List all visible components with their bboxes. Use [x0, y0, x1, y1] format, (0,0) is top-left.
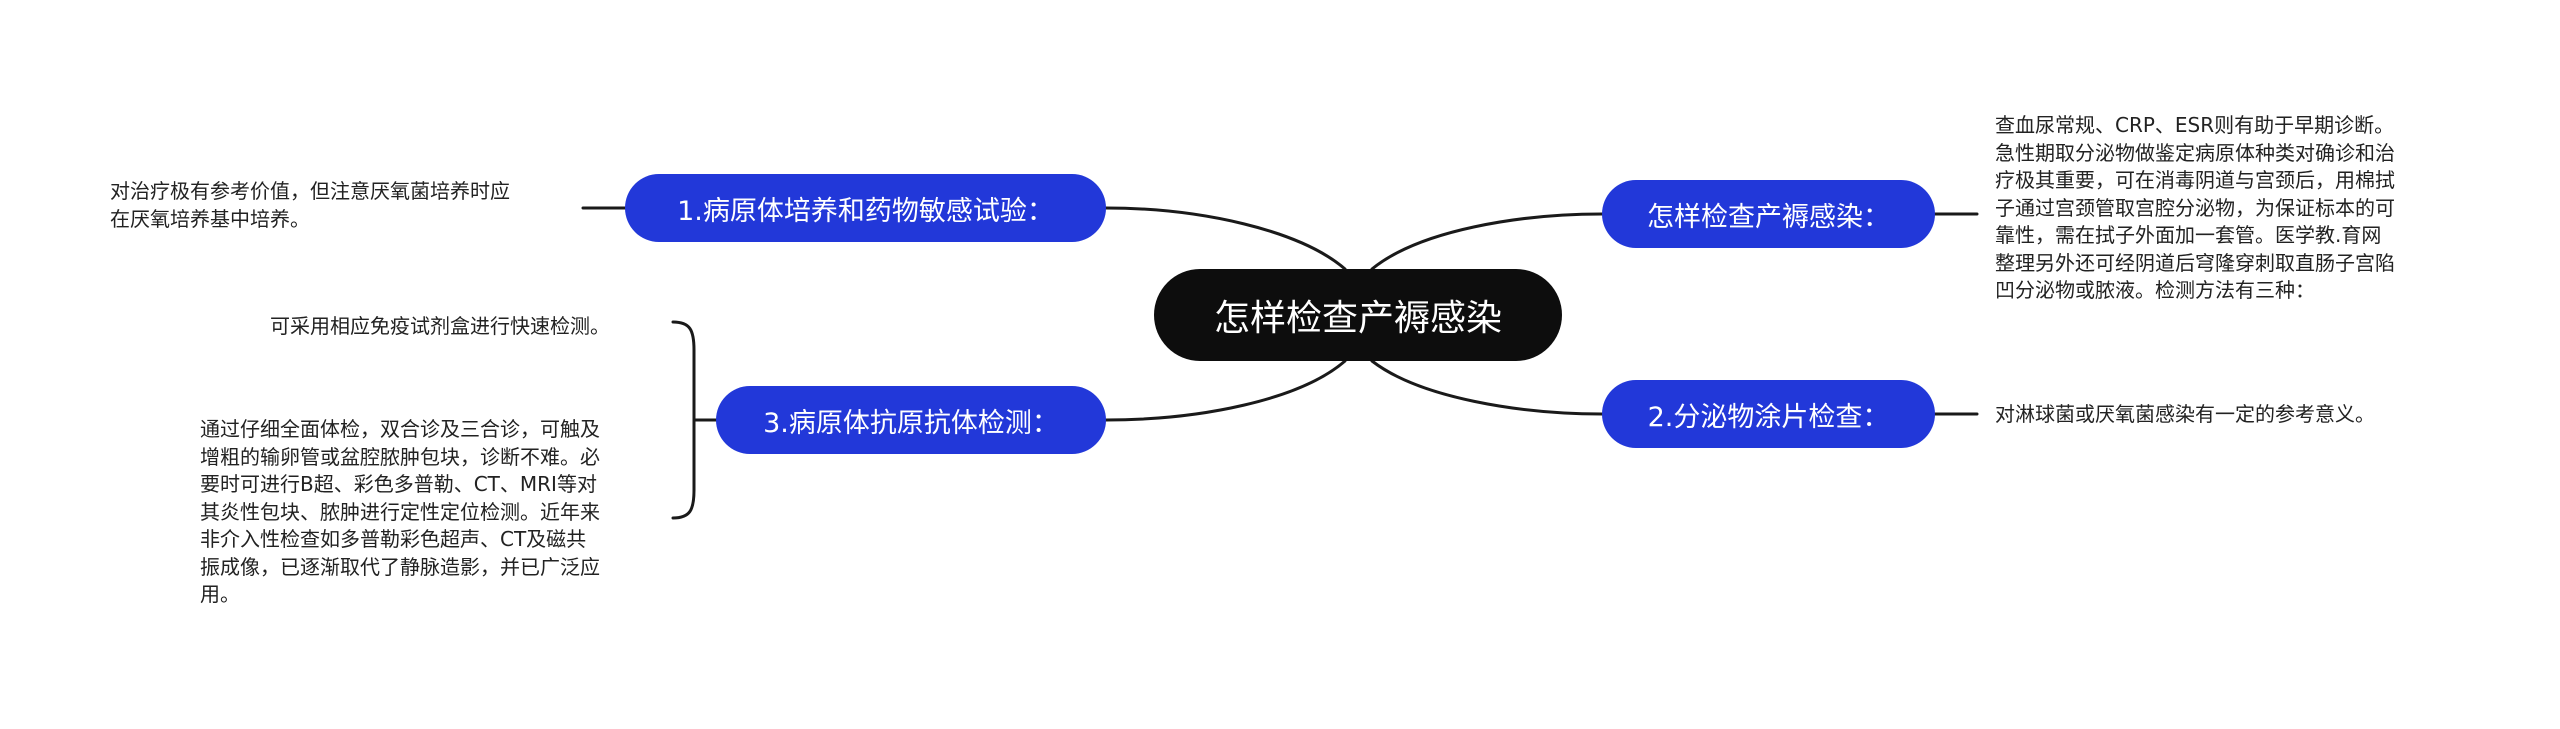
note-line: 整理另外还可经阴道后穹隆穿刺取直肠子宫陷	[1995, 250, 2395, 275]
branch-smear[interactable]: 2.分泌物涂片检查：	[1602, 380, 1935, 448]
connector-central-how	[1370, 212, 1604, 271]
connector-central-antigen	[1104, 359, 1347, 422]
connector-central-culture	[1104, 206, 1347, 271]
note-line: 靠性，需在拭子外面加一套管。医学教.育网	[1995, 223, 2382, 247]
note-line: 增粗的输卵管或盆腔脓肿包块，诊断不难。必	[200, 444, 600, 469]
branch-culture-label: 1.病原体培养和药物敏感试验：	[677, 195, 1054, 227]
branch-culture[interactable]: 1.病原体培养和药物敏感试验：	[625, 174, 1106, 242]
note-line: 对治疗极有参考价值，但注意厌氧菌培养时应	[110, 179, 510, 203]
branch-how[interactable]: 怎样检查产褥感染：	[1602, 180, 1935, 248]
connector-central-smear	[1370, 359, 1604, 416]
note-line: 查血尿常规、CRP、ESR则有助于早期诊断。	[1995, 113, 2395, 137]
note-antigen-exam: 通过仔细全面体检，双合诊及三合诊，可触及 增粗的输卵管或盆腔脓肿包块，诊断不难。…	[200, 416, 600, 609]
note-line: 子通过宫颈管取宫腔分泌物，为保证标本的可	[1995, 195, 2395, 220]
note-line: 对淋球菌或厌氧菌感染有一定的参考意义。	[1995, 402, 2375, 426]
note-line: 通过仔细全面体检，双合诊及三合诊，可触及	[200, 417, 600, 441]
note-line: 凹分泌物或脓液。检测方法有三种：	[1995, 278, 2315, 302]
note-how: 查血尿常规、CRP、ESR则有助于早期诊断。 急性期取分泌物做鉴定病原体种类对确…	[1995, 112, 2395, 305]
note-antigen-rapid: 可采用相应免疫试剂盒进行快速检测。	[270, 313, 610, 341]
note-line: 急性期取分泌物做鉴定病原体种类对确诊和治	[1995, 140, 2395, 165]
branch-antigen[interactable]: 3.病原体抗原抗体检测：	[716, 386, 1106, 454]
central-topic[interactable]: 怎样检查产褥感染	[1154, 269, 1562, 361]
note-line: 可采用相应免疫试剂盒进行快速检测。	[270, 314, 610, 338]
note-smear: 对淋球菌或厌氧菌感染有一定的参考意义。	[1995, 401, 2375, 429]
note-line: 疗极其重要，可在消毒阴道与宫颈后，用棉拭	[1995, 168, 2395, 192]
note-line: 在厌氧培养基中培养。	[110, 206, 310, 231]
note-line: 用。	[200, 582, 240, 606]
central-topic-label: 怎样检查产褥感染	[1213, 298, 1502, 339]
branch-smear-label: 2.分泌物涂片检查：	[1647, 401, 1890, 433]
antigen-bracket	[671, 320, 696, 520]
note-line: 振成像，已逐渐取代了静脉造影，并已广泛应	[200, 554, 600, 579]
note-line: 要时可进行B超、彩色多普勒、CT、MRI等对	[200, 472, 597, 496]
note-line: 非介入性检查如多普勒彩色超声、CT及磁共	[200, 527, 587, 551]
note-line: 其炎性包块、脓肿进行定性定位检测。近年来	[200, 499, 600, 524]
branch-how-label: 怎样检查产褥感染：	[1647, 201, 1890, 233]
note-culture: 对治疗极有参考价值，但注意厌氧菌培养时应 在厌氧培养基中培养。	[110, 178, 510, 233]
branch-antigen-label: 3.病原体抗原抗体检测：	[763, 407, 1059, 439]
